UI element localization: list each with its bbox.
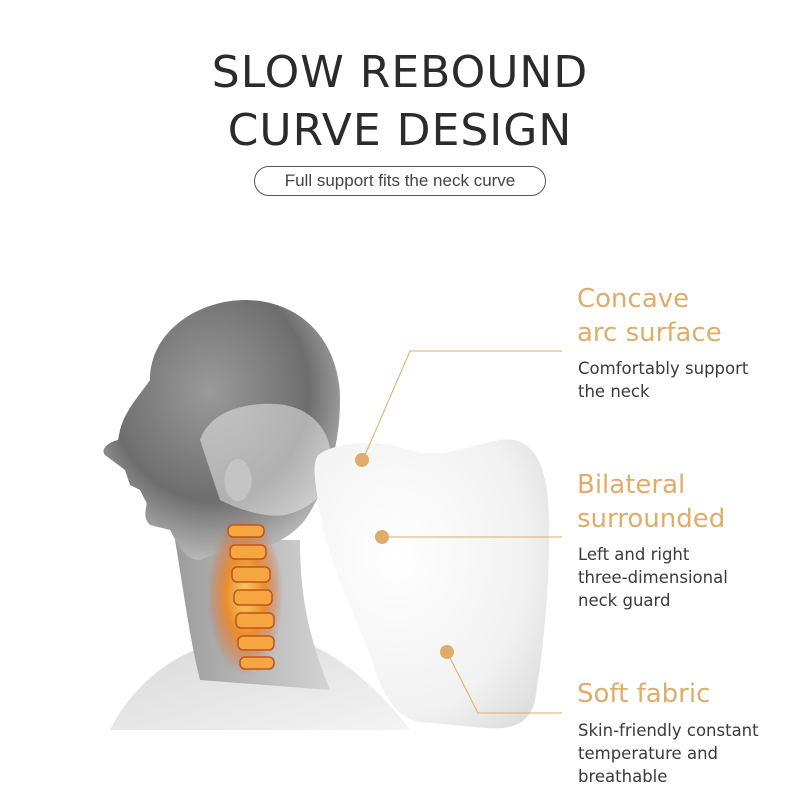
feature-title-concave: Concave arc surface <box>577 282 722 350</box>
feature-title-line: surrounded <box>577 504 726 534</box>
subtitle-badge: Full support fits the neck curve <box>254 166 546 196</box>
spine-vertebrae <box>227 524 275 670</box>
feature-desc-soft: Skin-friendly constant temperature and b… <box>578 719 759 788</box>
feature-title-line: Bilateral <box>577 470 686 500</box>
skull-overlay <box>200 403 331 516</box>
feature-desc-concave: Comfortably support the neck <box>578 357 748 403</box>
feature-desc-bilateral: Left and right three-dimensional neck gu… <box>578 543 728 612</box>
page-title-line-1: SLOW REBOUND <box>211 47 589 98</box>
feature-desc-line: the neck <box>578 382 650 401</box>
feature-desc-line: Skin-friendly constant <box>578 721 759 740</box>
pillow-shape <box>314 439 550 729</box>
feature-title-bilateral: Bilateral surrounded <box>577 468 725 536</box>
feature-desc-line: three-dimensional <box>578 568 728 587</box>
page-title-line-2: CURVE DESIGN <box>227 105 573 156</box>
shoulder-shape <box>110 640 410 730</box>
feature-desc-line: Comfortably support <box>578 359 749 378</box>
callout-line-concave <box>361 350 562 463</box>
feature-desc-line: Left and right <box>578 545 690 564</box>
callout-dot-bilateral <box>375 530 389 544</box>
callout-line-soft <box>446 651 562 714</box>
feature-title-line: Soft fabric <box>577 679 711 709</box>
feature-title-soft: Soft fabric <box>577 677 710 711</box>
subtitle-text: Full support fits the neck curve <box>284 171 516 190</box>
feature-title-line: Concave <box>577 284 690 314</box>
feature-desc-line: temperature and <box>578 744 719 763</box>
feature-desc-line: breathable <box>578 767 668 786</box>
feature-title-line: arc surface <box>577 318 722 348</box>
callout-dot-concave <box>355 453 369 467</box>
callout-dot-soft <box>440 645 454 659</box>
feature-desc-line: neck guard <box>578 591 671 610</box>
